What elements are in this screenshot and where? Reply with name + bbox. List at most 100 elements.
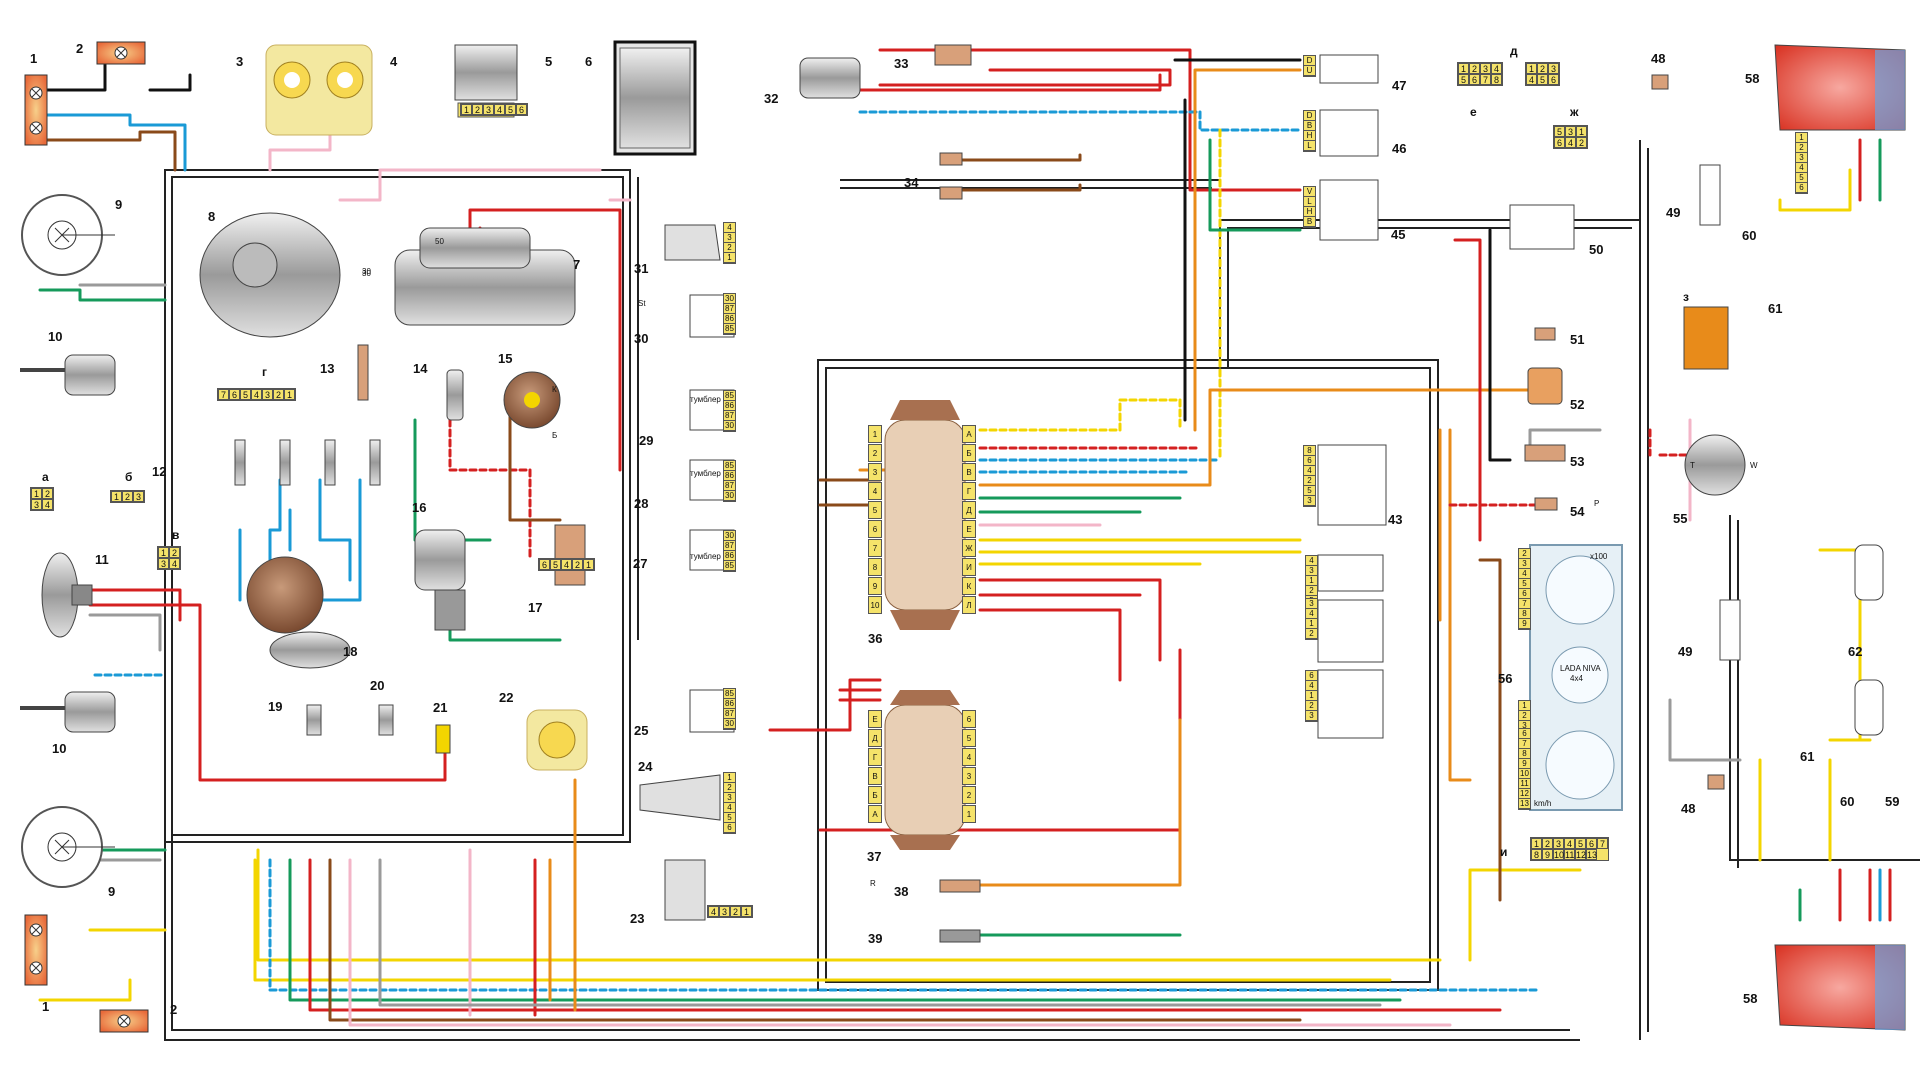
pin-label: 5 bbox=[1304, 486, 1315, 496]
connector-pin: 5 bbox=[1575, 838, 1586, 849]
pin-label: 4 bbox=[1519, 569, 1530, 579]
component-10-bottom bbox=[20, 691, 116, 733]
pin-label: 2 bbox=[572, 559, 583, 570]
pin-label: 1 bbox=[1306, 619, 1317, 629]
pin-label: 4 bbox=[1304, 466, 1315, 476]
component-2-top bbox=[96, 41, 146, 65]
connector-key-d: д bbox=[1510, 44, 1518, 58]
fuse-pin: Г bbox=[868, 748, 882, 766]
component-label-c61b: 61 bbox=[1800, 749, 1815, 764]
pin-label: 2 bbox=[472, 104, 483, 115]
pin-label: 9 bbox=[1519, 619, 1530, 629]
component-label-c17: 17 bbox=[528, 600, 543, 615]
connector-key-a: а bbox=[42, 470, 49, 484]
component-31-relay bbox=[664, 224, 721, 261]
connector-pin: 1 bbox=[158, 547, 169, 558]
component-label-c12: 12 bbox=[152, 464, 167, 479]
fuse-pin: Ж bbox=[962, 539, 976, 557]
pin-label: 8 bbox=[1519, 749, 1530, 759]
fuse-pin: И bbox=[962, 558, 976, 576]
component-11-horn bbox=[41, 552, 93, 638]
component-1-bottom bbox=[24, 914, 48, 986]
connector-pin: 5 bbox=[240, 389, 251, 400]
pin-label: 4 bbox=[1306, 556, 1317, 566]
component-17-switch bbox=[554, 524, 586, 586]
component-label-c60b: 60 bbox=[1840, 794, 1855, 809]
cluster-tach-unit: x100 bbox=[1590, 552, 1608, 561]
connector-pin: 7 bbox=[218, 389, 229, 400]
pin-label: 85 bbox=[724, 391, 735, 401]
component-label-c4: 4 bbox=[390, 54, 398, 69]
pin-label: 1 bbox=[1306, 691, 1317, 701]
pin-label: 6 bbox=[1306, 671, 1317, 681]
starter-terminal-30: 30 bbox=[362, 267, 371, 276]
pin-label: 85 bbox=[724, 324, 735, 334]
pin-label: 2 bbox=[1796, 143, 1807, 153]
component-23 bbox=[664, 859, 706, 921]
component-label-c54: 54 bbox=[1570, 504, 1585, 519]
pin-label: B bbox=[1304, 121, 1315, 131]
component-18-distributor bbox=[246, 556, 351, 669]
pin-label: 85 bbox=[724, 689, 735, 699]
pin-label: V bbox=[1304, 187, 1315, 197]
component-52 bbox=[1527, 367, 1563, 405]
component-label-c58b: 58 bbox=[1743, 991, 1758, 1006]
component-33 bbox=[934, 44, 972, 66]
component-label-c9a: 9 bbox=[115, 197, 123, 212]
component-label-c8: 8 bbox=[208, 209, 216, 224]
component-label-c27: 27 bbox=[633, 556, 648, 571]
component-7-starter bbox=[394, 227, 576, 326]
component-10-top bbox=[20, 354, 116, 396]
component-49-top bbox=[1699, 164, 1721, 226]
component-label-c34: 34 bbox=[904, 175, 919, 190]
pin-label: 2 bbox=[730, 906, 741, 917]
component-label-c53: 53 bbox=[1570, 454, 1585, 469]
component-label-c16: 16 bbox=[412, 500, 427, 515]
connector-pin: 3 bbox=[1548, 63, 1559, 74]
component-label-c48a: 48 bbox=[1651, 51, 1666, 66]
pin-label: 1 bbox=[1796, 133, 1807, 143]
connector-pin: 2 bbox=[1537, 63, 1548, 74]
component-label-c24: 24 bbox=[638, 759, 653, 774]
starter-terminal-50: 50 bbox=[435, 237, 444, 246]
connector-pin: 6 bbox=[1586, 838, 1597, 849]
fuse-pin: Г bbox=[962, 482, 976, 500]
component-label-c49a: 49 bbox=[1666, 205, 1681, 220]
fuse-pin: 4 bbox=[962, 748, 976, 766]
pin-label: 4 bbox=[1306, 681, 1317, 691]
fuse-pin: 5 bbox=[962, 729, 976, 747]
fuse-pin: 1 bbox=[868, 425, 882, 443]
connector-pin: 4 bbox=[1564, 838, 1575, 849]
fuel-sender-t: T bbox=[1690, 461, 1695, 470]
fuse-pin: 9 bbox=[868, 577, 882, 595]
component-label-c9b: 9 bbox=[108, 884, 116, 899]
fuse-pin: Д bbox=[868, 729, 882, 747]
component-54 bbox=[1534, 497, 1558, 511]
pin-label: 3 bbox=[1306, 599, 1317, 609]
component-label-c23: 23 bbox=[630, 911, 645, 926]
connector-pin: 4 bbox=[169, 558, 180, 569]
component-37-fuse-block bbox=[884, 690, 966, 850]
pin-label: 2 bbox=[1306, 701, 1317, 711]
connector-pin: 5 bbox=[1537, 74, 1548, 85]
pin-label: D bbox=[1304, 111, 1315, 121]
component-48-top bbox=[1651, 74, 1669, 90]
pin-label: 2 bbox=[1519, 549, 1530, 559]
pin-label: 3 bbox=[724, 233, 735, 243]
fuse-pin: 1 bbox=[962, 805, 976, 823]
pin-label: 2 bbox=[1306, 586, 1317, 596]
connector-pin: 6 bbox=[1548, 74, 1559, 85]
connector-pin: 6 bbox=[229, 389, 240, 400]
component-label-c5: 5 bbox=[545, 54, 553, 69]
connector-pin: 2 bbox=[273, 389, 284, 400]
